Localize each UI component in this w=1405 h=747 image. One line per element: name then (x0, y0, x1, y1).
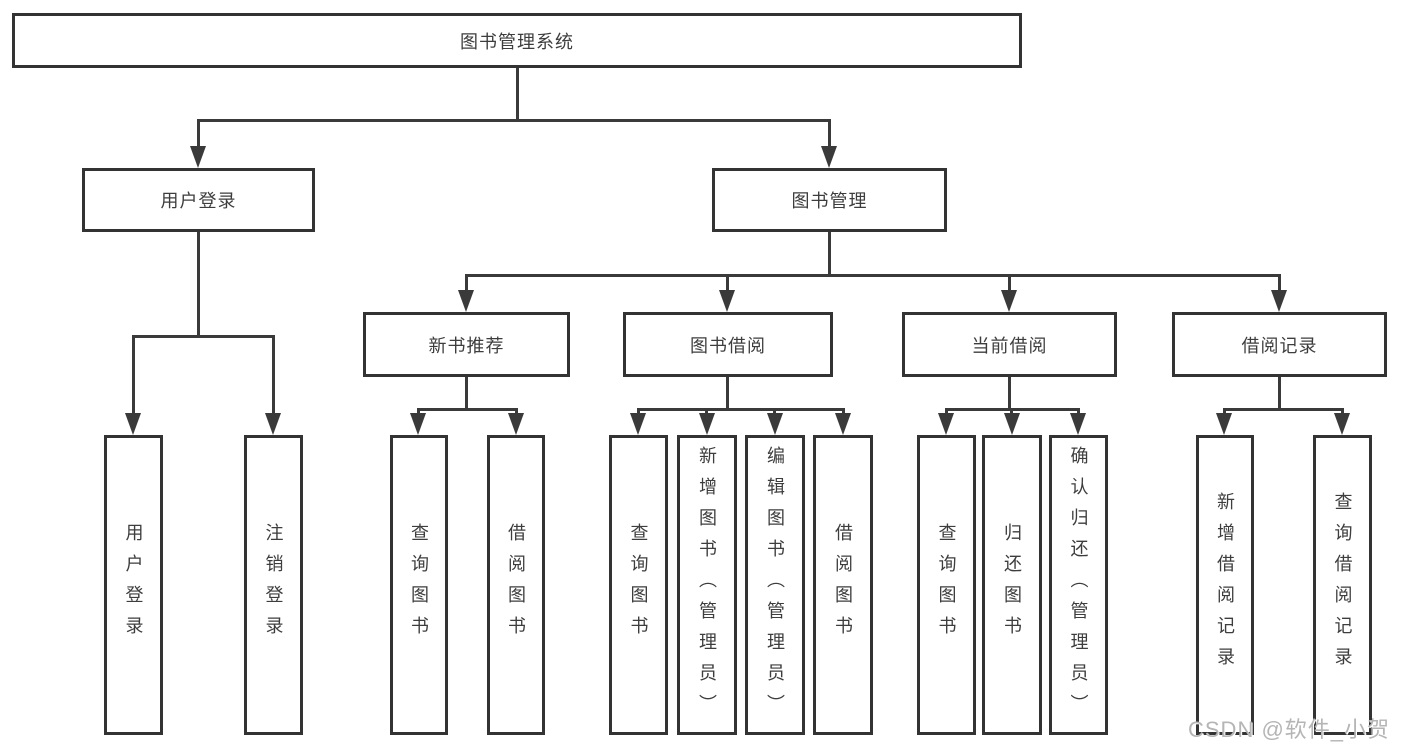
connector-line (726, 274, 729, 294)
connector-line (197, 119, 200, 149)
arrow-down-icon (190, 146, 206, 168)
connector-line (516, 68, 519, 120)
leaf-user-login: 用户登录 (104, 435, 163, 735)
connector-line (272, 335, 275, 417)
arrow-down-icon (821, 146, 837, 168)
arrow-down-icon (458, 290, 474, 312)
arrow-down-icon (1216, 413, 1232, 435)
arrow-down-icon (835, 413, 851, 435)
arrow-down-icon (719, 290, 735, 312)
leaf-query-books-borrow: 查询图书 (609, 435, 668, 735)
node-borrow-records: 借阅记录 (1172, 312, 1387, 377)
connector-line (465, 274, 1281, 277)
connector-line (465, 274, 468, 294)
arrow-down-icon (508, 413, 524, 435)
arrow-down-icon (1001, 290, 1017, 312)
watermark: CSDN @软件_小贺同学 (1188, 717, 1391, 742)
node-new-book-recommend: 新书推荐 (363, 312, 570, 377)
leaf-add-books-admin: 新增图书（管理员） (677, 435, 737, 735)
connector-line (132, 335, 135, 417)
connector-line (1008, 377, 1011, 408)
connector-line (1223, 408, 1344, 411)
leaf-borrow-books-borrow: 借阅图书 (813, 435, 873, 735)
leaf-confirm-return-admin: 确认归还（管理员） (1049, 435, 1108, 735)
connector-line (828, 119, 831, 149)
node-current-borrow: 当前借阅 (902, 312, 1117, 377)
arrow-down-icon (410, 413, 426, 435)
arrow-down-icon (938, 413, 954, 435)
leaf-query-books-current: 查询图书 (917, 435, 976, 735)
arrow-down-icon (265, 413, 281, 435)
connector-line (197, 232, 200, 335)
leaf-query-books-recommend: 查询图书 (390, 435, 448, 735)
connector-line (465, 377, 468, 408)
connector-line (726, 377, 729, 408)
leaf-logout-login: 注销登录 (244, 435, 303, 735)
leaf-add-borrow-record: 新增借阅记录 (1196, 435, 1254, 735)
connector-line (1008, 274, 1011, 294)
arrow-down-icon (1070, 413, 1086, 435)
connector-line (132, 335, 275, 338)
arrow-down-icon (1334, 413, 1350, 435)
leaf-return-books: 归还图书 (982, 435, 1042, 735)
arrow-down-icon (767, 413, 783, 435)
leaf-borrow-books-recommend: 借阅图书 (487, 435, 545, 735)
node-user-login: 用户登录 (82, 168, 315, 232)
arrow-down-icon (125, 413, 141, 435)
connector-line (417, 408, 518, 411)
leaf-query-borrow-record: 查询借阅记录 (1313, 435, 1372, 735)
arrow-down-icon (630, 413, 646, 435)
node-book-management: 图书管理 (712, 168, 947, 232)
arrow-down-icon (1271, 290, 1287, 312)
connector-line (197, 119, 831, 122)
connector-line (637, 408, 845, 411)
connector-line (828, 232, 831, 274)
node-book-borrow: 图书借阅 (623, 312, 833, 377)
connector-line (1278, 274, 1281, 294)
node-root: 图书管理系统 (12, 13, 1022, 68)
arrow-down-icon (1004, 413, 1020, 435)
connector-line (1278, 377, 1281, 408)
leaf-edit-books-admin: 编辑图书（管理员） (745, 435, 805, 735)
arrow-down-icon (699, 413, 715, 435)
